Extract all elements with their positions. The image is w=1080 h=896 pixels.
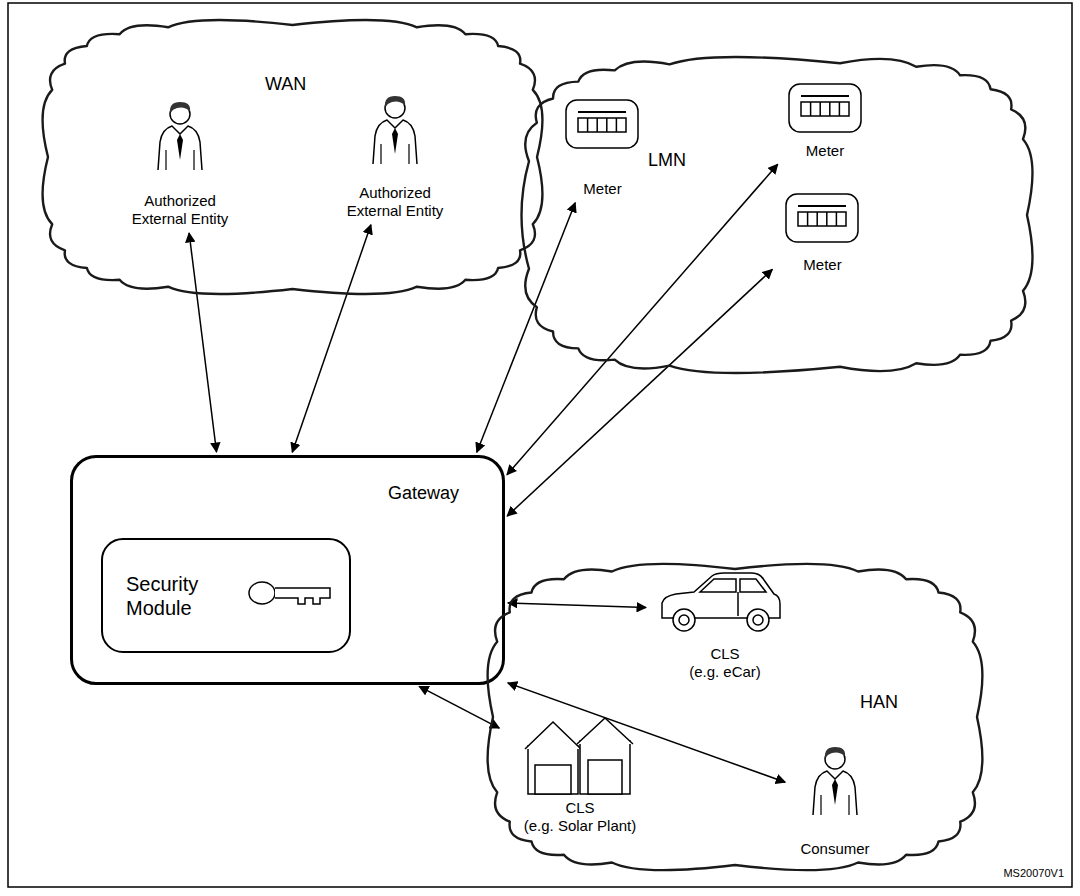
connector-arrow (419, 686, 499, 728)
text-block: CLS(e.g. Solar Plant) (505, 799, 655, 835)
cloud-outline (522, 57, 1033, 373)
person-icon (813, 747, 857, 815)
connector-arrow (477, 203, 575, 452)
consumer: Consumer (788, 730, 882, 860)
figure-frame (8, 3, 1072, 887)
node-label: Authorized External Entity (339, 184, 451, 220)
connector-arrow (508, 683, 785, 782)
node-label: CLS (652, 645, 798, 663)
figure-id: MS20070V1 (1003, 867, 1064, 880)
node-label: Meter (782, 142, 868, 160)
cloud-outline (35, 12, 550, 302)
node-label: Meter (558, 180, 648, 198)
text-block: Authorized External Entity (339, 184, 451, 220)
node-label: Authorized External Entity (124, 192, 236, 228)
cloud-outline (515, 50, 1040, 380)
meter: Meter (555, 95, 651, 200)
connector-arrow (507, 269, 772, 516)
key-icon (249, 582, 330, 604)
meter-icon (789, 84, 861, 132)
text-block: CLS(e.g. eCar) (652, 645, 798, 681)
cloud-outline (488, 564, 983, 870)
meter-icon (786, 194, 858, 242)
external-entity: Authorized External Entity (335, 90, 455, 222)
text-block: LMN (648, 150, 686, 172)
node-label: CLS (505, 799, 655, 817)
node-label: HAN (860, 692, 898, 714)
connector-arrow (189, 233, 216, 452)
node-label: Security Module (126, 572, 238, 620)
text-block: HAN (860, 692, 898, 714)
security-module: Security Module (101, 538, 351, 653)
external-entity: Authorized External Entity (120, 95, 240, 230)
meter: Meter (775, 188, 871, 276)
text-block: Meter (778, 256, 868, 274)
meter: Meter (779, 80, 871, 162)
node-label: LMN (648, 150, 686, 172)
text-block: Meter (782, 142, 868, 160)
text-block: Authorized External Entity (124, 192, 236, 228)
person-icon (158, 102, 202, 170)
person-icon (373, 96, 417, 164)
wan-cloud: WAN Authorized External Entity Authorized … (35, 12, 550, 302)
cloud-outline (43, 20, 543, 294)
node-label: (e.g. eCar) (652, 663, 798, 681)
text-block: Meter (558, 180, 648, 198)
text-block: Security Module (126, 572, 238, 620)
node-label: Meter (778, 256, 868, 274)
connector-arrow (507, 164, 778, 474)
text-block: Gateway (388, 483, 459, 505)
cls-device: CLS(e.g. eCar) (649, 565, 801, 683)
meter-icon (566, 100, 638, 148)
connector-arrow (508, 603, 646, 608)
gateway-box: GatewaySecurity Module (70, 455, 505, 685)
node-label: (e.g. Solar Plant) (505, 817, 655, 835)
house-icon (525, 718, 633, 794)
han-cloud: HANCLS(e.g. eCar)CLS(e.g. Solar Plant)Co… (480, 556, 990, 878)
node-label: Consumer (791, 840, 879, 858)
connector-arrow (292, 225, 371, 452)
text-block: Consumer (791, 840, 879, 858)
node-label: Gateway (388, 483, 459, 505)
car-icon (662, 573, 780, 631)
text-block: WAN (265, 74, 306, 96)
node-label: WAN (265, 74, 306, 96)
lmn-cloud: LMNMeterMeterMeter (515, 50, 1040, 380)
cls-device: CLS(e.g. Solar Plant) (502, 712, 658, 837)
